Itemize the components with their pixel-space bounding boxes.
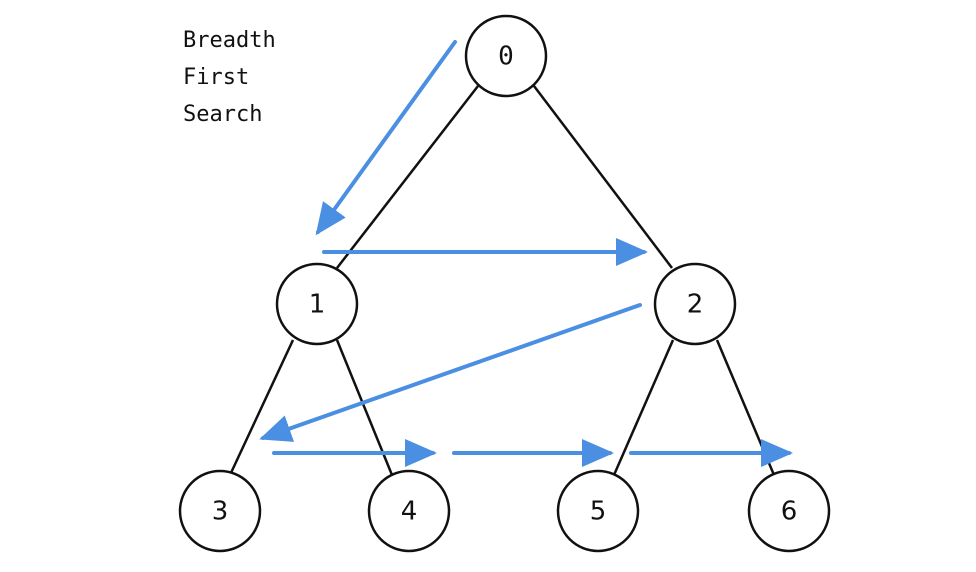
- node-6-label: 6: [781, 497, 798, 527]
- node-3-label: 3: [212, 497, 229, 527]
- node-6: 6: [747, 469, 831, 553]
- node-4-label: 4: [401, 497, 418, 527]
- node-5-label: 5: [590, 497, 607, 527]
- node-1: 1: [275, 262, 359, 346]
- tree-nodes: 0 1 2 3 4 5 6: [178, 14, 831, 553]
- node-1-circle: [275, 262, 359, 346]
- node-6-circle: [747, 469, 831, 553]
- edge-1-3: [228, 339, 295, 476]
- node-5: 5: [556, 469, 640, 553]
- node-2-label: 2: [687, 290, 704, 320]
- node-4-circle: [367, 469, 451, 553]
- traversal-arrow-start-to-1: [315, 40, 457, 236]
- node-3: 3: [178, 469, 262, 553]
- node-0-circle: [464, 14, 548, 98]
- edge-0-1: [336, 85, 479, 269]
- title-line-3: Search: [183, 102, 263, 127]
- node-3-circle: [178, 469, 262, 553]
- edge-0-2: [533, 85, 673, 269]
- node-2-circle: [653, 262, 737, 346]
- title-line-1: Breadth: [183, 28, 276, 53]
- edge-2-5: [612, 339, 675, 476]
- node-4: 4: [367, 469, 451, 553]
- traversal-arrows: [259, 40, 793, 467]
- node-5-circle: [556, 469, 640, 553]
- node-0: 0: [464, 14, 548, 98]
- node-2: 2: [653, 262, 737, 346]
- diagram-title: Breadth First Search: [183, 22, 276, 133]
- title-line-2: First: [183, 65, 250, 90]
- node-0-label: 0: [498, 42, 514, 72]
- traversal-arrow-2-to-3: [259, 303, 642, 442]
- node-1-label: 1: [309, 290, 326, 320]
